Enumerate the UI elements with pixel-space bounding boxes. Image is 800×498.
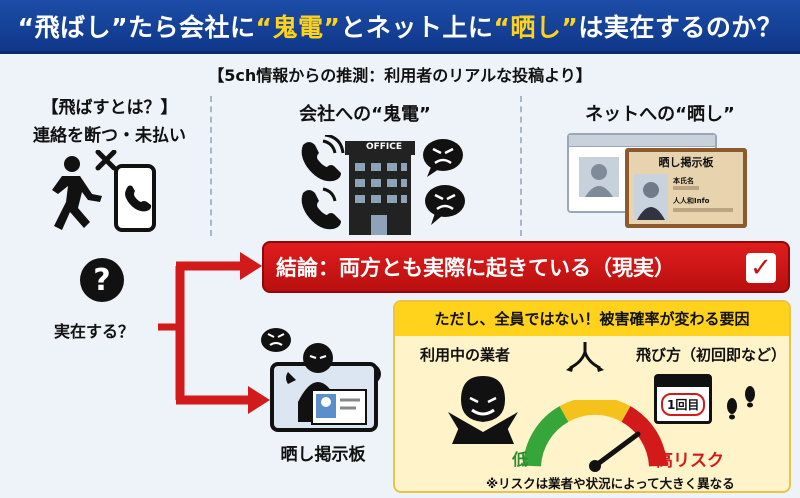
title-part-onidon: “鬼電” — [255, 12, 341, 42]
title-part-sarashi: “晒し” — [493, 12, 579, 42]
factor-tobikata: 飛び方（初回即など） — [636, 346, 787, 364]
title-part-6: は実在するのか？ — [578, 12, 783, 42]
office-sign: OFFICE — [365, 142, 403, 152]
calendar-icon: 1回目 — [654, 374, 712, 424]
calendar-label: 1回目 — [661, 393, 706, 416]
title-part-2: たら会社に — [128, 12, 256, 42]
risk-gauge-icon — [523, 400, 667, 472]
tobasu-heading: 【飛ばすとは？】 — [41, 98, 178, 118]
page-title: “飛ばし”たら会社に“鬼電”とネット上に“晒し”は実在するのか？ — [0, 0, 800, 54]
factor-provider: 利用中の業者 — [420, 346, 511, 364]
office-building-icon — [301, 135, 465, 235]
factors-heading: ただし、全員ではない！被害確率が変わる要因 — [395, 302, 789, 336]
gauge-low-label: 低 — [512, 450, 529, 469]
question-mark-icon: ? — [80, 258, 124, 302]
person-photo-icon — [634, 174, 668, 220]
person-silhouette-icon — [579, 157, 619, 197]
phone-ringing-icon-1 — [301, 135, 345, 182]
subtitle: 【5ch情報からの推測：利用者のリアルな投稿より】 — [208, 66, 592, 85]
conclusion-banner: 結論：両方とも実際に起きている（現実） ✓ — [262, 241, 790, 293]
angry-bubble-icon-1 — [423, 139, 463, 177]
company-column-title: 会社への“鬼電” — [299, 104, 431, 125]
column-divider-2 — [520, 96, 522, 236]
angry-bubble-icon-2 — [425, 185, 465, 225]
gauge-high-label: 高リスク — [656, 451, 724, 471]
title-part-4: とネット上に — [340, 12, 494, 42]
board-info: 人人和Info — [673, 197, 710, 205]
footsteps-icon — [727, 386, 755, 420]
tobasu-definition: 【飛ばすとは？】 連絡を断つ・未払い — [12, 94, 207, 150]
net-column-title: ネットへの“晒し” — [585, 104, 735, 125]
risk-note: ※リスクは業者や状況によって大きく異なる — [486, 476, 735, 491]
angry-bubble-icon-3 — [261, 328, 291, 352]
board-title: 晒し掲示板 — [658, 156, 714, 169]
branch-arrow-icon — [566, 342, 604, 372]
conclusion-text: 結論：両方とも実際に起きている（現実） — [276, 256, 675, 280]
svg-text:?: ? — [93, 263, 110, 298]
title-part-tobashi: “飛ばし” — [17, 12, 129, 42]
board-name: 本氏名 — [673, 177, 694, 185]
phone-ringing-icon-2 — [301, 187, 341, 230]
running-man-icon — [52, 150, 156, 232]
tobasu-description: 連絡を断つ・未払い — [33, 126, 186, 146]
sarashi-board: 晒し掲示板 本氏名 人人和Info — [625, 148, 747, 228]
question-label: 実在する？ — [54, 322, 135, 341]
shady-person-board-icon — [261, 328, 381, 432]
risk-factors-box: ただし、全員ではない！被害確率が変わる要因 — [393, 300, 791, 493]
column-divider-1 — [210, 96, 212, 236]
bottom-board-label: 晒し掲示板 — [280, 445, 366, 465]
checkbox-icon: ✓ — [746, 253, 776, 283]
phone-icon — [114, 164, 156, 232]
red-arrows — [158, 252, 270, 414]
x-mark-icon — [95, 150, 117, 171]
villain-provider-icon — [448, 376, 518, 444]
